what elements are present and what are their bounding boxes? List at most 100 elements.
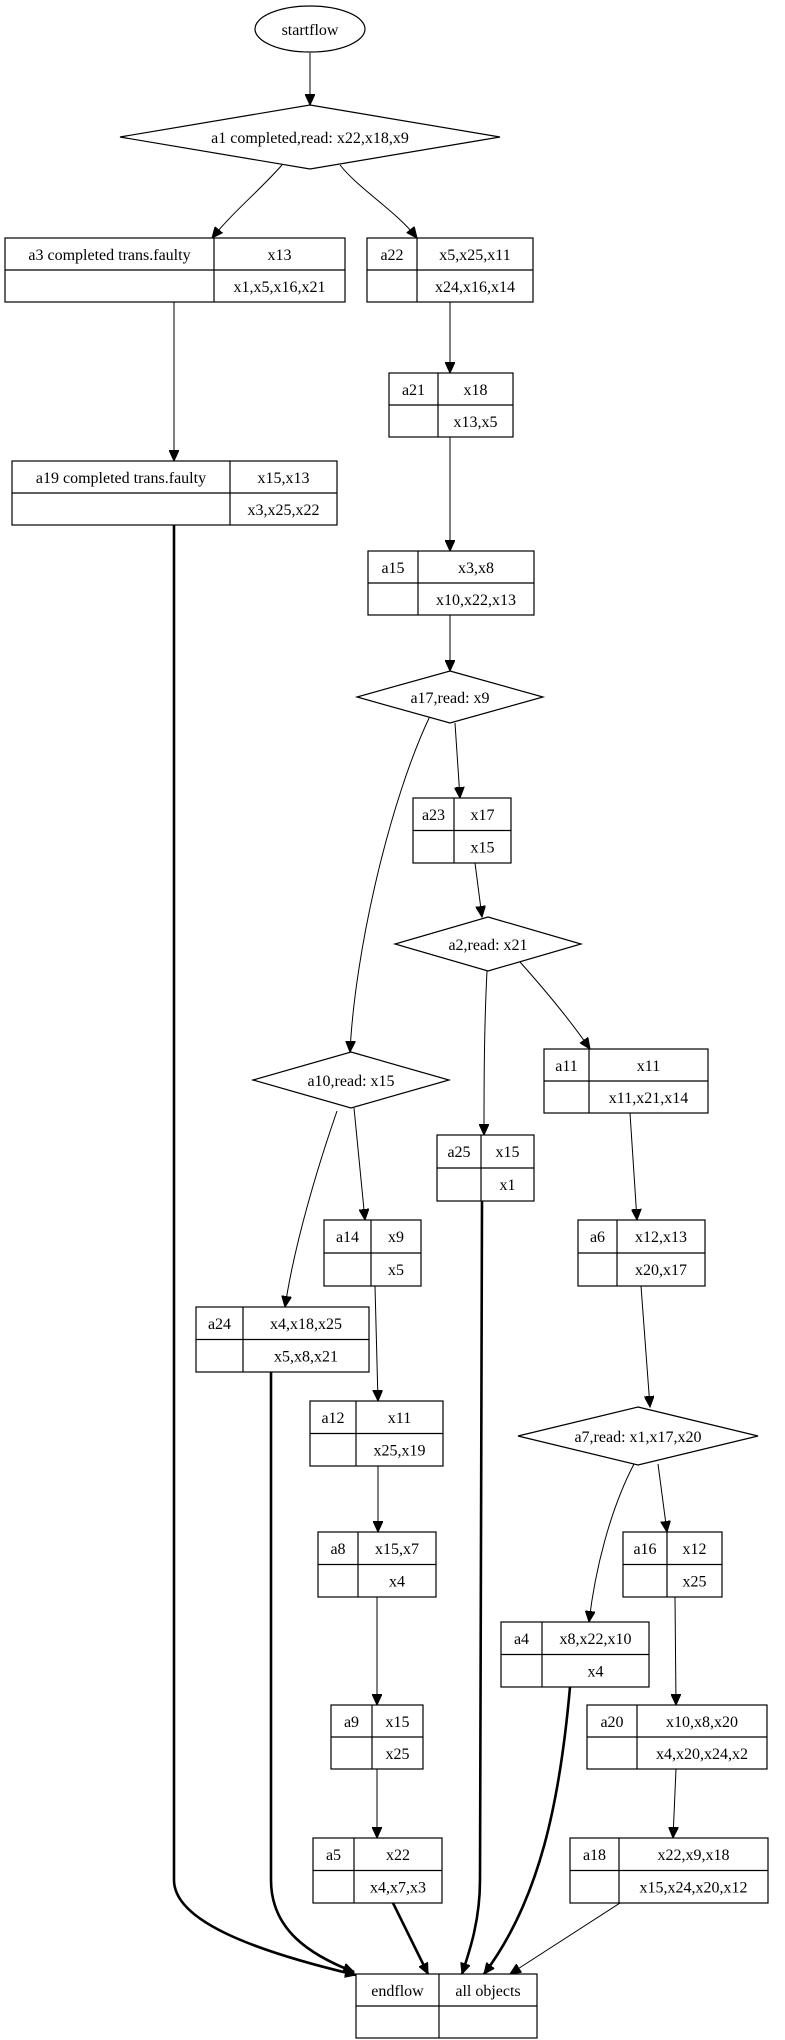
record-top-value: x22 <box>386 1847 410 1864</box>
edge-a23-to-a2 <box>474 862 482 917</box>
record-top-value: x15,x7 <box>375 1541 419 1558</box>
edge-a7-to-a4 <box>589 1463 635 1622</box>
decision-diamond <box>354 670 546 724</box>
node-a10: a10,read: x15 <box>250 1051 452 1109</box>
record-top-value: x13 <box>268 247 292 264</box>
record-bottom-value: x4 <box>389 1574 405 1591</box>
start-label: startflow <box>282 22 339 39</box>
record-top-value: x8,x22,x10 <box>560 1631 632 1648</box>
record-bottom-value: x13,x5 <box>454 414 498 431</box>
decision-diamond <box>392 916 584 972</box>
record-bottom-value: x15 <box>471 840 495 857</box>
decision-label: a7,read: x1,x17,x20 <box>574 1429 701 1446</box>
record-top-value: x18 <box>464 382 488 399</box>
record-name: a8 <box>330 1541 345 1558</box>
edges-layer <box>174 53 676 1975</box>
record-top-value: x15 <box>386 1714 410 1731</box>
record-bottom-value: x4,x20,x24,x2 <box>656 1746 748 1763</box>
decision-diamond <box>517 1406 759 1466</box>
record-name: a4 <box>514 1631 529 1648</box>
record-bottom-value: x24,x16,x14 <box>435 279 515 296</box>
record-name: a5 <box>326 1847 341 1864</box>
edge-a11-to-a6 <box>629 1112 637 1220</box>
node-a6: a6 x12,x13 x20,x17 <box>577 1219 706 1287</box>
edge-a16-to-a20 <box>675 1596 676 1705</box>
record-top-value: x9 <box>388 1229 404 1246</box>
record-name: a23 <box>422 807 445 824</box>
record-name: a25 <box>447 1144 470 1161</box>
record-name: a3 completed trans.faulty <box>28 247 190 264</box>
edge-a14-to-a12 <box>375 1285 378 1401</box>
record-bottom-value: x15,x24,x20,x12 <box>640 1880 748 1897</box>
edge-a10-to-a24 <box>285 1110 338 1307</box>
decision-diamond <box>119 104 501 170</box>
record-top-value: x12,x13 <box>635 1229 687 1246</box>
edge-a5-to-endflow <box>391 1902 430 1974</box>
record-name: a22 <box>380 247 403 264</box>
record-name: a20 <box>600 1714 623 1731</box>
record-top-value: x11 <box>388 1410 411 1427</box>
node-a5: a5 x22 x4,x7,x3 <box>312 1837 443 1904</box>
node-a8: a8 x15,x7 x4 <box>317 1531 437 1598</box>
node-a7: a7,read: x1,x17,x20 <box>517 1406 759 1466</box>
record-name: a12 <box>321 1410 344 1427</box>
record-top-value: x22,x9,x18 <box>658 1847 730 1864</box>
edge-a17-to-a10 <box>350 715 431 1052</box>
record-top-value: x17 <box>471 807 495 824</box>
record-name: a16 <box>633 1541 656 1558</box>
edge-a4-to-endflow <box>482 1686 572 1974</box>
record-bottom-value: x25 <box>386 1746 410 1763</box>
edge-a1-to-a22 <box>339 164 417 238</box>
record-bottom-value: x4,x7,x3 <box>370 1880 426 1897</box>
decision-label: a2,read: x21 <box>448 937 527 954</box>
edge-a17-to-a23 <box>455 722 460 798</box>
start-ellipse <box>254 5 366 53</box>
record-bottom-value: x25 <box>683 1574 707 1591</box>
record-bottom-value: x20,x17 <box>635 1262 687 1279</box>
record-bottom-value: x25,x19 <box>374 1443 426 1460</box>
record-name: a15 <box>381 560 404 577</box>
edge-a25-to-endflow <box>462 1200 484 1974</box>
record-top-value: x4,x18,x25 <box>270 1316 342 1333</box>
decision-diamond <box>250 1051 452 1109</box>
record-name: a6 <box>590 1229 605 1246</box>
record-top-value: x15,x13 <box>258 470 310 487</box>
edge-a6-to-a7 <box>640 1285 650 1407</box>
record-name: a19 completed trans.faulty <box>36 470 206 487</box>
record-top-value: all objects <box>455 1983 520 2000</box>
edge-a24-to-endflow <box>269 1372 354 1972</box>
node-a9: a9 x15 x25 <box>330 1704 424 1770</box>
decision-label: a10,read: x15 <box>307 1073 394 1090</box>
edge-a1-to-a3 <box>212 164 283 238</box>
record-name: a24 <box>208 1316 231 1333</box>
node-a21: a21 x18 x13,x5 <box>388 372 514 438</box>
record-bottom-value: x10,x22,x13 <box>436 592 516 609</box>
record-top-value: x11 <box>637 1058 660 1075</box>
record-top-value: x15 <box>496 1144 520 1161</box>
record-name: a9 <box>344 1714 359 1731</box>
node-a20: a20 x10,x8,x20 x4,x20,x24,x2 <box>586 1704 768 1770</box>
node-a15: a15 x3,x8 x10,x22,x13 <box>367 550 535 616</box>
record-top-value: x3,x8 <box>458 560 494 577</box>
record-name: a14 <box>336 1229 359 1246</box>
record-top-value: x10,x8,x20 <box>666 1714 738 1731</box>
node-startflow: startflow <box>254 5 366 53</box>
record-name: a21 <box>402 382 425 399</box>
edge-a20-to-a18 <box>673 1768 676 1838</box>
nodes-layer: startflow a1 completed,read: x22,x18,x9a… <box>4 5 769 2039</box>
edge-a10-to-a14 <box>353 1107 365 1220</box>
edge-a2-to-a25 <box>484 970 487 1135</box>
record-bottom-value: x11,x21,x14 <box>609 1090 688 1107</box>
node-a17: a17,read: x9 <box>354 670 546 724</box>
